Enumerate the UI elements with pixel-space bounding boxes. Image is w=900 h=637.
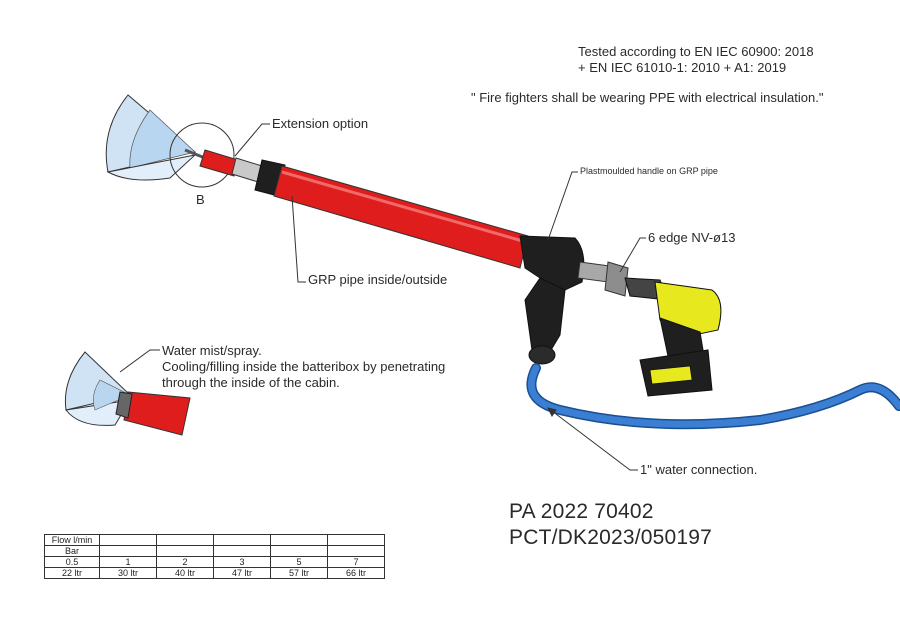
- detail-circle: [169, 122, 235, 188]
- handle: [519, 235, 585, 365]
- extension-option-label: Extension option: [272, 116, 369, 131]
- table-cell: [99, 545, 157, 557]
- ppe-note: " Fire fighters shall be wearing PPE wit…: [471, 90, 824, 105]
- table-cell: 66 ltr: [327, 567, 385, 579]
- table-cell: [327, 545, 385, 557]
- patent-number-2: PCT/DK2023/050197: [509, 526, 713, 549]
- table-cell: [213, 534, 271, 546]
- cooling-line-1: Cooling/filling inside the batteribox by…: [162, 359, 446, 374]
- grp-pipe-label: GRP pipe inside/outside: [308, 272, 448, 287]
- table-cell: 47 ltr: [213, 567, 271, 579]
- nozzle: [199, 149, 263, 183]
- table-cell: Bar: [44, 545, 100, 557]
- cooling-line-2: through the inside of the cabin.: [162, 375, 340, 390]
- inset-nozzle: [64, 351, 191, 436]
- table-cell: 3: [213, 556, 271, 568]
- table-cell: [270, 545, 328, 557]
- table-cell: Flow l/min: [44, 534, 100, 546]
- table-cell: 30 ltr: [99, 567, 157, 579]
- table-cell: [99, 534, 157, 546]
- grp-pipe: [273, 165, 529, 269]
- table-cell: [156, 534, 214, 546]
- tested-line-2: + EN IEC 61010-1: 2010 + A1: 2019: [578, 60, 787, 75]
- table-cell: 22 ltr: [44, 567, 100, 579]
- table-cell: 7: [327, 556, 385, 568]
- table-row: Bar: [44, 545, 385, 557]
- detail-b-label: B: [196, 192, 205, 207]
- table-cell: [327, 534, 385, 546]
- table-cell: 57 ltr: [270, 567, 328, 579]
- tested-line-1: Tested according to EN IEC 60900: 2018: [578, 44, 814, 59]
- water-mist-label: Water mist/spray.: [162, 343, 262, 358]
- table-cell: [270, 534, 328, 546]
- table-cell: 2: [156, 556, 214, 568]
- table-cell: [156, 545, 214, 557]
- edge-label: 6 edge NV-ø13: [648, 230, 736, 245]
- table-cell: 40 ltr: [156, 567, 214, 579]
- coupling: [577, 261, 629, 297]
- table-cell: 5: [270, 556, 328, 568]
- table-row: Flow l/min: [44, 534, 385, 546]
- leader-lines: [119, 123, 646, 471]
- water-connection-label: 1" water connection.: [640, 462, 758, 477]
- table-cell: 0.5: [44, 556, 100, 568]
- patent-number-1: PA 2022 70402: [509, 500, 654, 523]
- spray-cone: [105, 94, 206, 181]
- cordless-drill: [624, 277, 722, 397]
- handle-label: Plastmoulded handle on GRP pipe: [580, 166, 718, 176]
- table-cell: [213, 545, 271, 557]
- table-cell: 1: [99, 556, 157, 568]
